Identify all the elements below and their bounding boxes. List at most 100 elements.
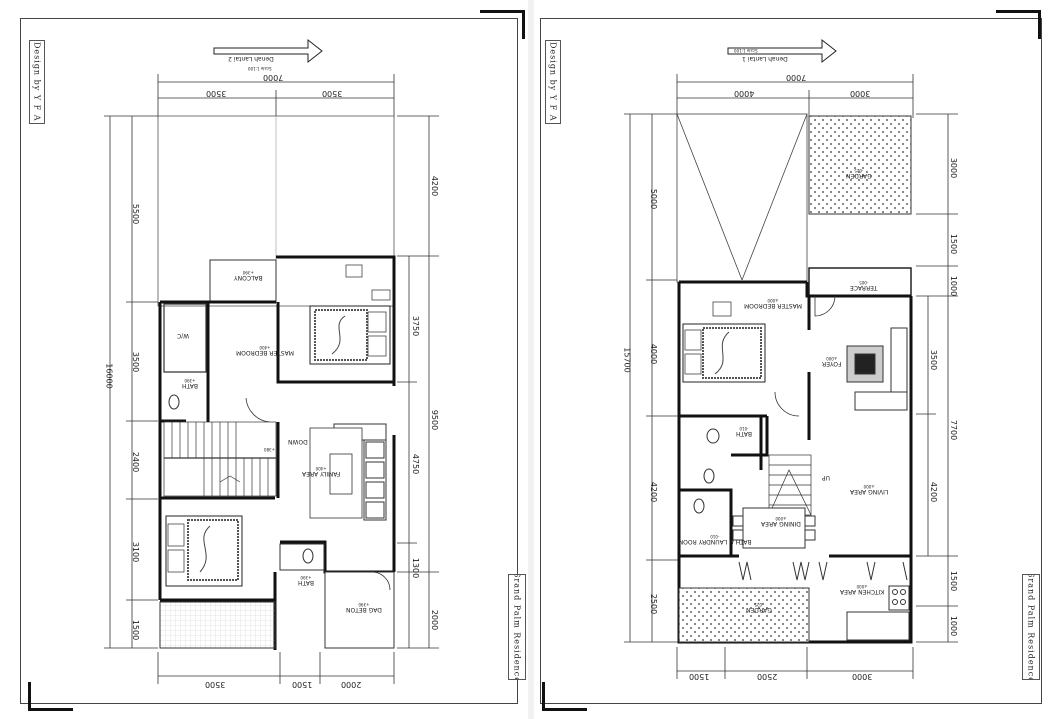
right-dimension-lines <box>916 113 958 643</box>
dim-left-total: 15700 <box>622 347 632 373</box>
balcony-label: BALCONY +390 <box>234 270 263 281</box>
master-bed <box>309 305 391 365</box>
dim-right-c: 9500 <box>430 409 440 431</box>
dim-bottom-a: 3500 <box>205 680 226 689</box>
dim-left-b: 3500 <box>131 351 141 373</box>
left-dimension-lines <box>104 115 158 649</box>
toilet <box>168 394 180 410</box>
bottom-dimension-lines <box>676 647 914 679</box>
kitchen-area-label: KITCHEN AREA ±000 <box>840 584 885 595</box>
dim-bottom-a: 1500 <box>689 672 710 681</box>
dag-beton <box>324 571 395 649</box>
toilet-2 <box>302 548 314 564</box>
master-bed <box>682 323 766 383</box>
master-bedroom-label: MASTER BEDROOM ±000 <box>744 298 802 309</box>
dim-left-c: 4200 <box>649 481 659 503</box>
title-arrow-icon <box>213 38 323 64</box>
dim-right-b: 3750 <box>411 315 421 337</box>
balcony <box>209 259 277 303</box>
down-label: DOWN <box>288 438 308 445</box>
corner-mark-top-right <box>480 10 525 39</box>
title-arrow-icon <box>727 38 837 64</box>
armchair <box>712 301 732 317</box>
project-title-block: Grand Palm Residence <box>1022 574 1040 680</box>
garden-top-label: GARDEN -025 <box>846 168 872 179</box>
side-table <box>371 289 391 301</box>
designer-title-block: Design by Y F A <box>545 40 561 124</box>
dim-top-left: 4000 <box>734 89 755 98</box>
drawing-title: Denah Lantai 1 <box>742 55 788 62</box>
dim-left-d: 2500 <box>649 593 659 615</box>
corner-mark-top-right <box>996 10 1041 39</box>
coffee-table <box>329 453 353 495</box>
window-marks <box>738 561 908 581</box>
garden-bottom-label: GARDEN -025 <box>746 602 772 613</box>
dim-top-left: 3500 <box>206 89 227 98</box>
dag-beton-label: DAG BETON +390 <box>346 602 382 613</box>
designer-label: Design by Y F A <box>32 42 42 122</box>
dim-top-right: 3500 <box>322 89 343 98</box>
dining-area-label: DINING AREA ±000 <box>761 516 801 527</box>
foyer-furniture <box>846 327 908 411</box>
dim-right-c: 1000 <box>949 275 959 297</box>
dim-bottom-c: 2000 <box>341 680 362 689</box>
stairs <box>163 421 277 497</box>
up-label: UP <box>822 474 831 481</box>
dim-right-h: 1000 <box>949 615 959 637</box>
dim-left-d: 3100 <box>131 541 141 563</box>
drawing-title: Denah Lantai 2 <box>228 55 274 62</box>
top-dimension-lines <box>157 74 395 118</box>
bottom-dimension-lines <box>157 652 395 684</box>
floor-2-plan <box>157 115 396 650</box>
dim-right-a: 3000 <box>949 157 959 179</box>
project-name-label: Grand Palm Residence <box>1026 574 1036 680</box>
corner-mark-bottom-left <box>542 682 587 711</box>
living-area-label: LIVING AREA ±000 <box>850 484 889 495</box>
family-rug <box>309 427 363 519</box>
sheet-border <box>540 18 1042 704</box>
dim-right-e: 7700 <box>949 419 959 441</box>
drawing-scale: Scale 1:100 <box>734 48 758 53</box>
dim-left-b: 4000 <box>649 343 659 365</box>
sheet-border <box>20 18 518 704</box>
dim-right-f: 4200 <box>929 481 939 503</box>
terrace <box>808 267 912 297</box>
toilet <box>703 468 715 484</box>
terrace-label: TERRACE -005 <box>850 280 878 291</box>
bath-1-label: BATH +390 <box>182 378 198 389</box>
bedroom-2-bed <box>165 515 243 587</box>
bath-label: BATH -010 <box>736 426 752 437</box>
dining-table <box>732 507 816 549</box>
designer-title-block: Design by Y F A <box>29 40 45 124</box>
corner-mark-bottom-left <box>28 682 73 711</box>
dim-bottom-c: 3000 <box>852 672 873 681</box>
dim-right-f: 2000 <box>430 609 440 631</box>
stairs <box>768 454 812 516</box>
project-name-label: Grand Palm Residence <box>512 574 522 680</box>
bath-2 <box>279 543 325 571</box>
dim-top-right: 3000 <box>850 89 871 98</box>
dim-left-a: 5500 <box>131 203 141 225</box>
dim-bottom-b: 2500 <box>757 672 778 681</box>
bath-2-label: BATH +390 <box>298 575 314 586</box>
dim-right-g: 1500 <box>949 570 959 592</box>
basin <box>706 428 720 444</box>
right-dimension-lines <box>397 115 439 649</box>
dim-left-a: 5000 <box>649 188 659 210</box>
foyer-label: FOYER ±000 <box>822 356 842 367</box>
sheet-floor-2: Design by Y F A Grand Palm Residence Den… <box>0 0 528 719</box>
project-title-block: Grand Palm Residence <box>508 574 526 680</box>
floor-1-plan <box>676 113 913 644</box>
sheet-floor-1: Design by Y F A Grand Palm Residence Den… <box>534 0 1062 719</box>
toilet-2 <box>693 498 705 514</box>
stair-level-label: +380 <box>264 447 275 452</box>
top-dimension-lines <box>676 74 914 118</box>
dim-right-a: 4200 <box>430 175 440 197</box>
dim-left-total: 16000 <box>104 363 114 389</box>
dim-top-total: 7000 <box>786 73 807 82</box>
designer-label: Design by Y F A <box>548 42 558 122</box>
dim-right-d: 4750 <box>411 453 421 475</box>
dim-right-d: 3500 <box>929 349 939 371</box>
dim-right-e: 1300 <box>411 557 421 579</box>
